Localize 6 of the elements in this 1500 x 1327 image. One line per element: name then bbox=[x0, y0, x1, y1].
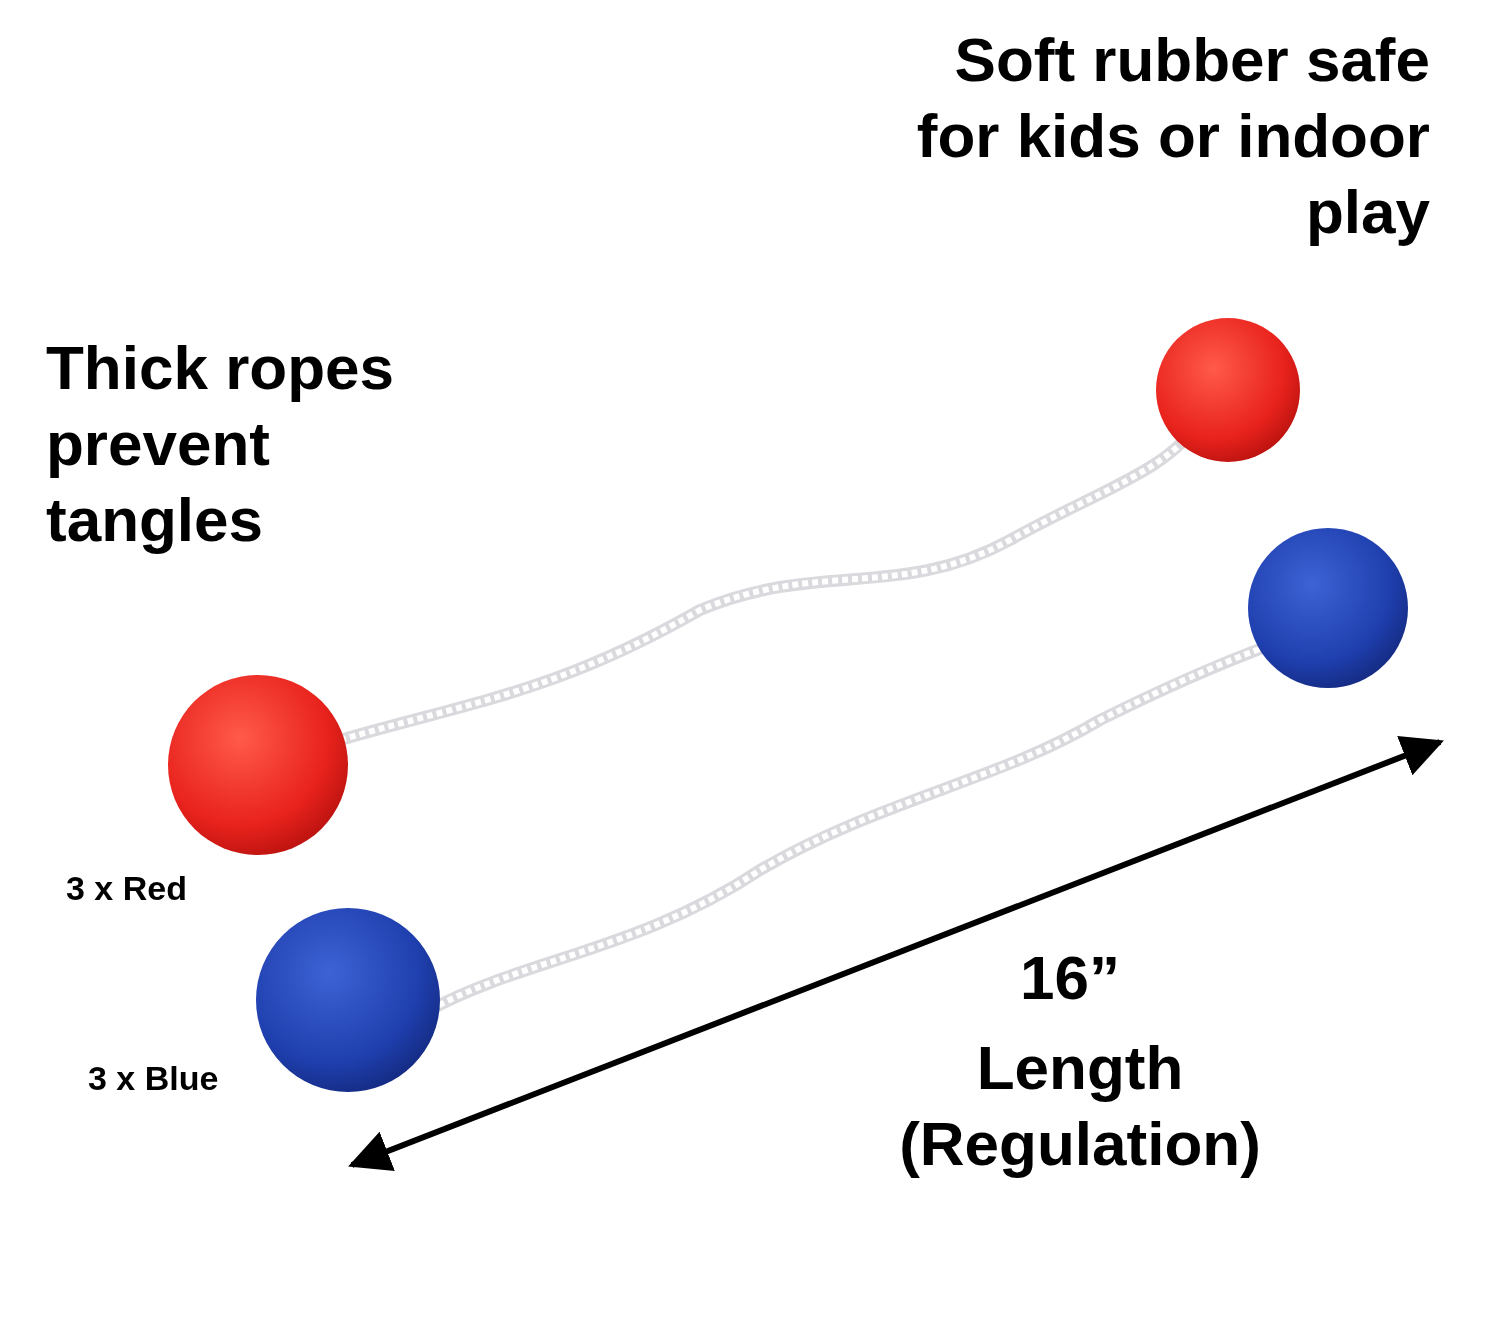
caption-text: Thick ropes prevent tangles bbox=[46, 332, 395, 556]
caption-text: 16” bbox=[1019, 942, 1121, 1014]
caption-text: 3 x Blue bbox=[88, 1058, 219, 1099]
caption-text: Soft rubber safe for kids or indoor play bbox=[915, 24, 1430, 248]
caption-text: Length (Regulation) bbox=[898, 1032, 1262, 1180]
caption-text: 3 x Red bbox=[66, 868, 187, 909]
